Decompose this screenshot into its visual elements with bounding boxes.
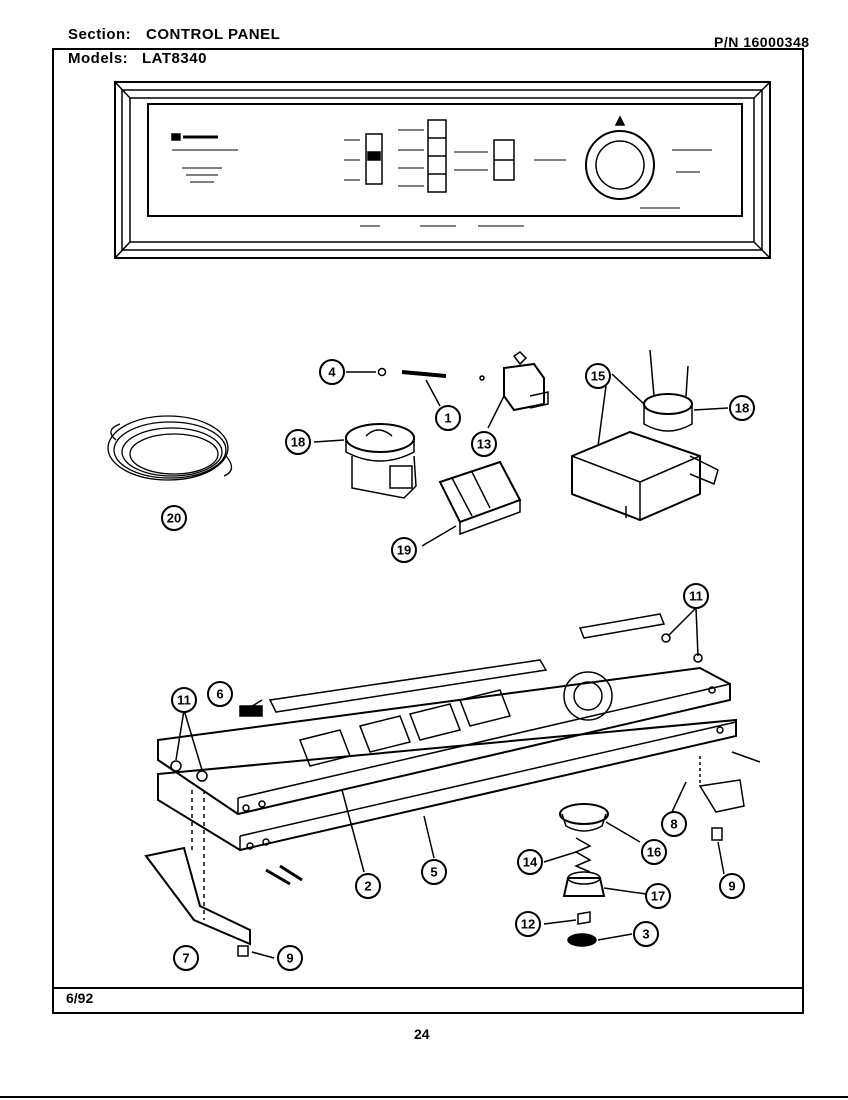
section-title: CONTROL PANEL (146, 26, 281, 43)
callout-20: 20 (161, 505, 187, 531)
callout-16: 16 (641, 839, 667, 865)
selector-switch (479, 351, 549, 412)
svg-text:12: 12 (521, 917, 535, 932)
callout-14: 14 (517, 849, 543, 875)
svg-text:4: 4 (328, 365, 336, 380)
models-label: Models: (68, 50, 129, 67)
svg-text:6: 6 (216, 687, 223, 702)
callouts: 4 1 13 15 18 18 20 19 11 6 11 8 16 14 5 … (161, 359, 755, 971)
callout-12: 12 (515, 911, 541, 937)
models-value: LAT8340 (142, 50, 207, 67)
revision-date: 6/92 (66, 990, 94, 1006)
part-number: P/N 16000348 (714, 34, 810, 50)
callout-8: 8 (661, 811, 687, 837)
push-button-switch (438, 460, 522, 536)
svg-text:14: 14 (523, 855, 538, 870)
svg-text:13: 13 (477, 437, 491, 452)
footer-divider (52, 987, 804, 989)
svg-text:11: 11 (689, 589, 703, 604)
svg-text:2: 2 (364, 879, 371, 894)
callout-15: 15 (585, 363, 611, 389)
console-panel (114, 81, 771, 259)
svg-text:20: 20 (167, 511, 181, 526)
pressure-switch (345, 423, 417, 499)
svg-text:9: 9 (286, 951, 293, 966)
callout-2: 2 (355, 873, 381, 899)
callout-17: 17 (645, 883, 671, 909)
lower-bracket (157, 718, 737, 852)
svg-text:7: 7 (182, 951, 189, 966)
svg-text:18: 18 (291, 435, 305, 450)
svg-text:8: 8 (670, 817, 677, 832)
leader-lines (175, 371, 729, 959)
page-bottom-rule (0, 1096, 848, 1098)
end-bracket (144, 790, 251, 957)
timer (571, 430, 719, 522)
svg-text:1: 1 (444, 411, 451, 426)
svg-text:15: 15 (591, 369, 605, 384)
svg-text:18: 18 (735, 401, 749, 416)
callout-1: 1 (435, 405, 461, 431)
callout-7: 7 (173, 945, 199, 971)
svg-text:11: 11 (177, 693, 191, 708)
wire-harness (107, 415, 233, 481)
callout-18-right: 18 (729, 395, 755, 421)
callout-9-right: 9 (719, 873, 745, 899)
svg-text:16: 16 (647, 845, 661, 860)
knob-assembly (559, 803, 609, 947)
callout-18-left: 18 (285, 429, 311, 455)
diagram-frame (52, 48, 804, 1014)
svg-text:3: 3 (642, 927, 649, 942)
callout-11-right: 11 (683, 583, 709, 609)
svg-text:9: 9 (728, 879, 735, 894)
screws (170, 633, 703, 886)
callout-9-left: 9 (277, 945, 303, 971)
callout-4: 4 (319, 359, 345, 385)
callout-11-left: 11 (171, 687, 197, 713)
callout-6: 6 (207, 681, 233, 707)
callout-3: 3 (633, 921, 659, 947)
svg-text:19: 19 (397, 543, 411, 558)
timer-motor (643, 349, 693, 432)
callout-5: 5 (421, 859, 447, 885)
svg-text:5: 5 (430, 865, 437, 880)
shaft-rod (377, 367, 447, 378)
callout-13: 13 (471, 431, 497, 457)
page-number: 24 (414, 1026, 430, 1042)
section-label: Section: (68, 26, 132, 43)
svg-text:17: 17 (651, 889, 665, 904)
callout-19: 19 (391, 537, 417, 563)
right-clip (698, 751, 761, 841)
